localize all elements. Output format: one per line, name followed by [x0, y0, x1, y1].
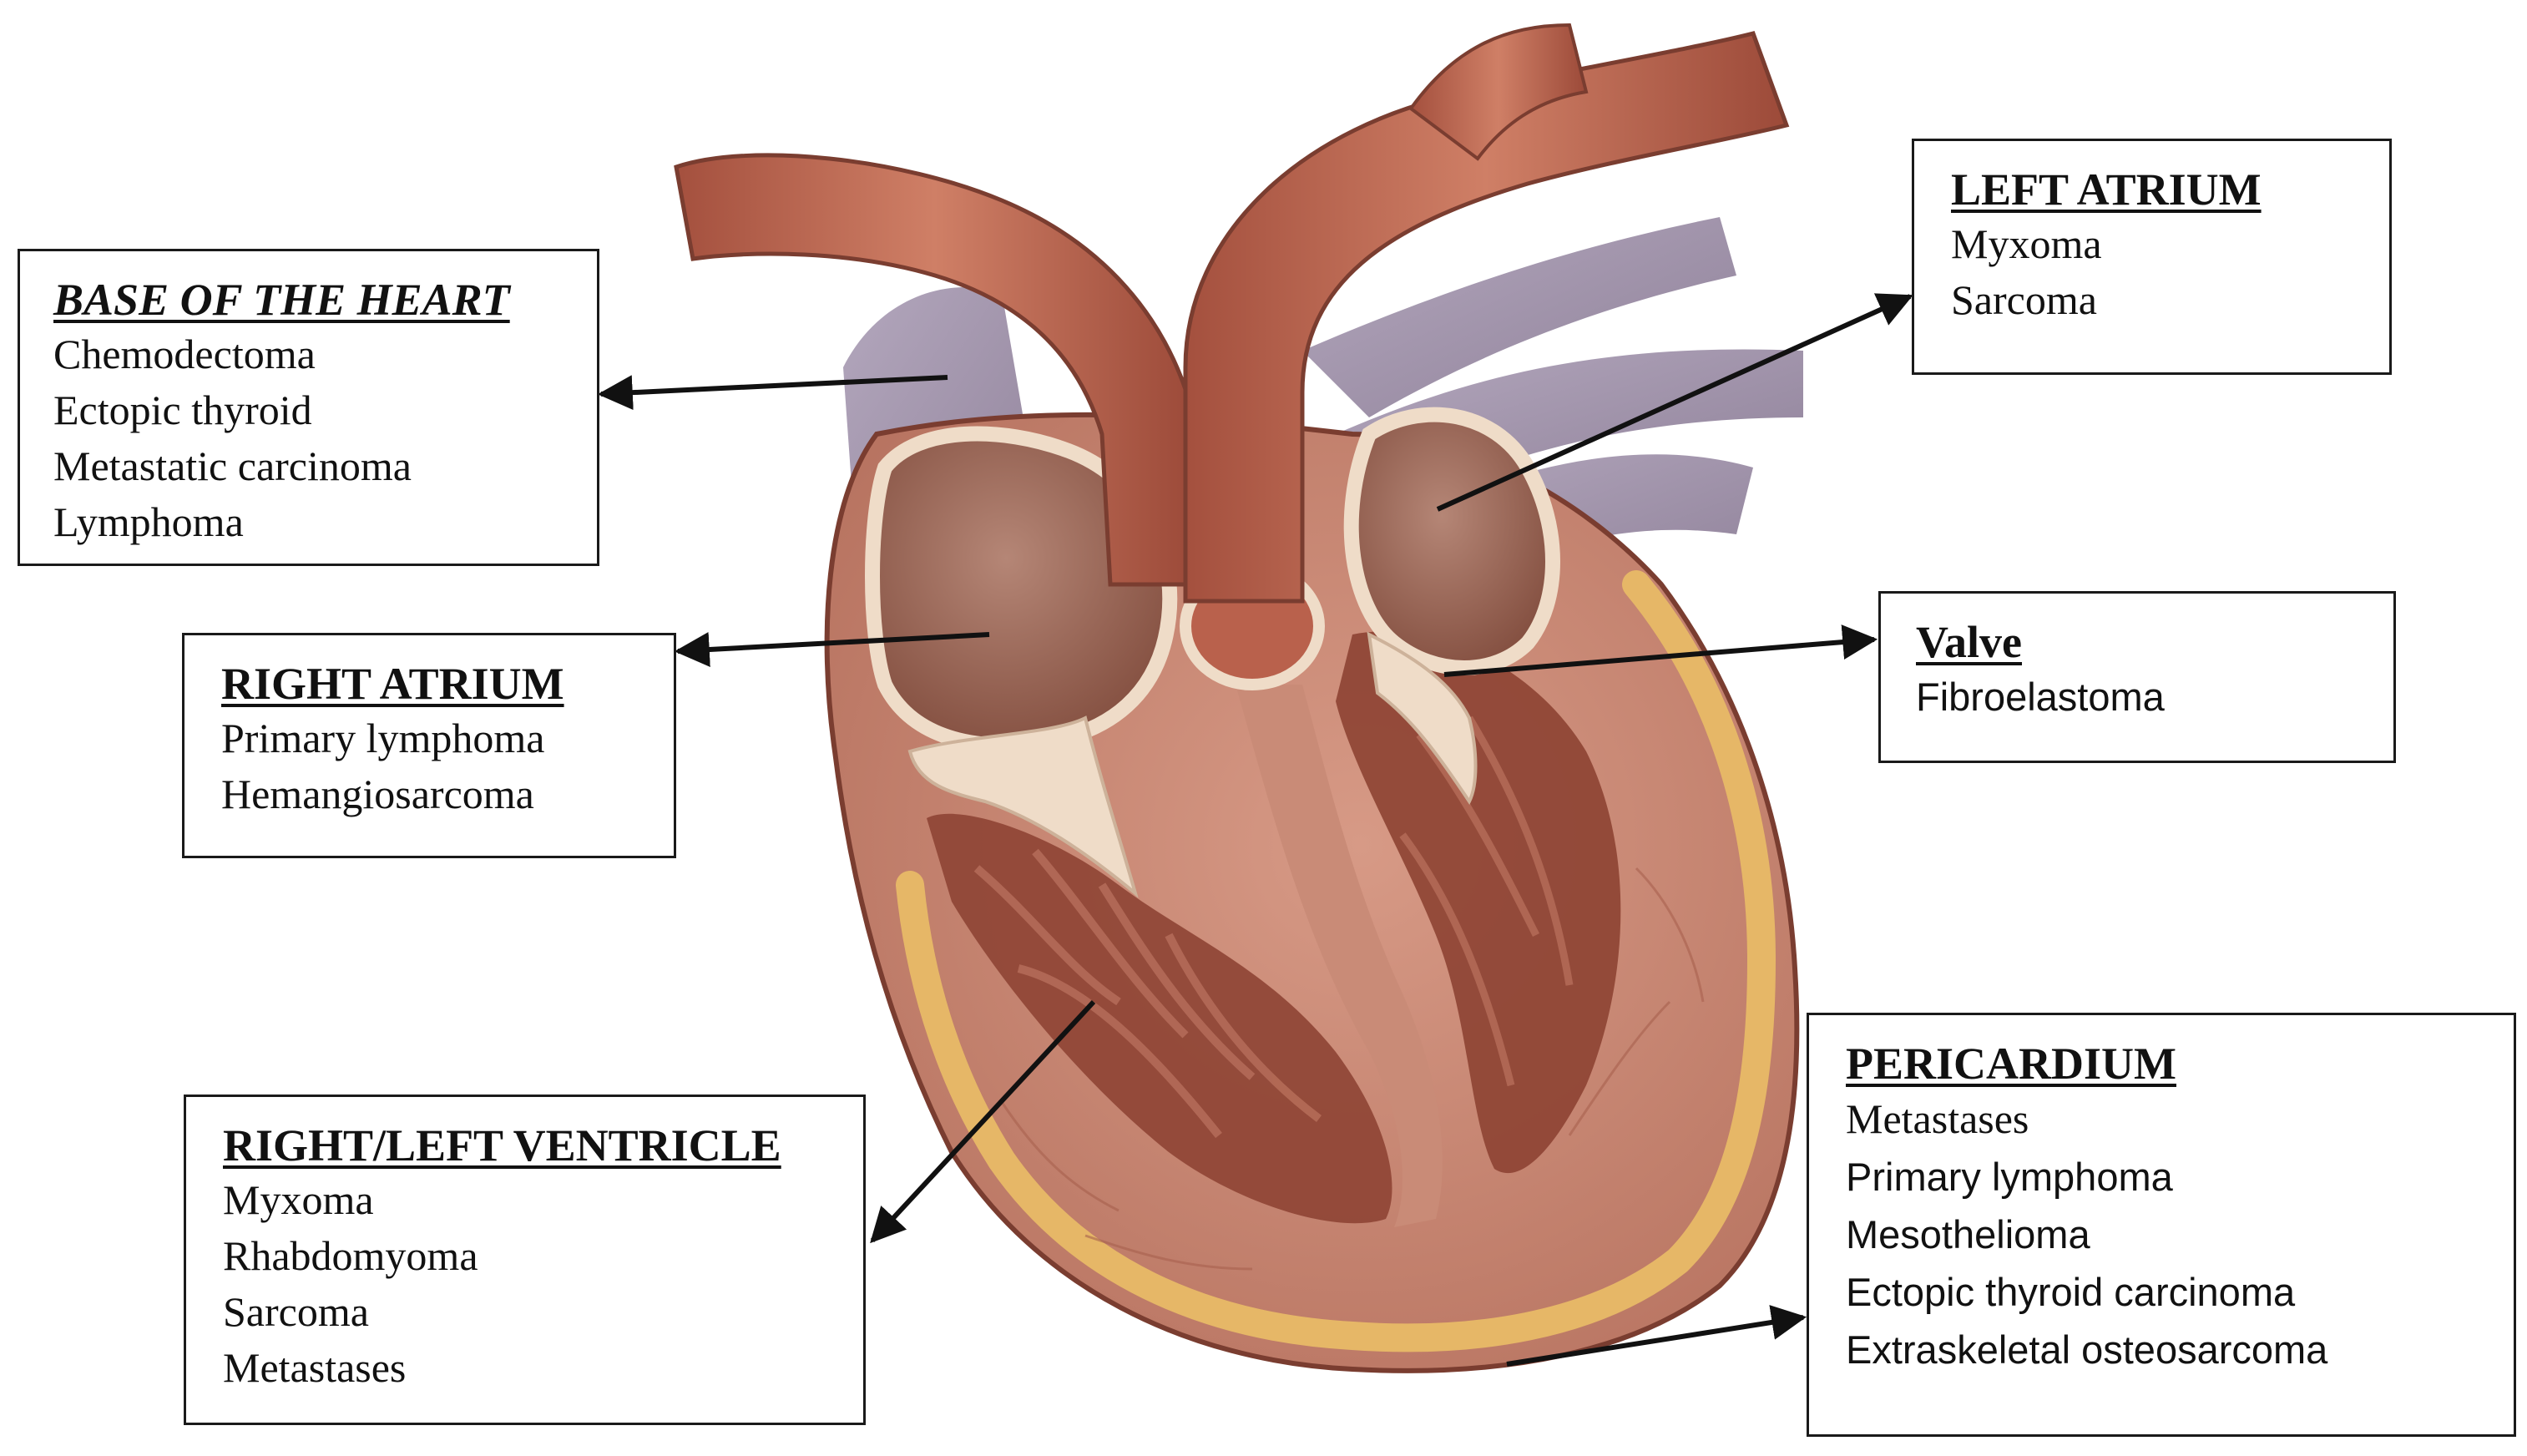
- label-pericardium: PERICARDIUM Metastases Primary lymphoma …: [1807, 1013, 2516, 1437]
- label-item: Lymphoma: [53, 498, 244, 545]
- mitral-valve: [1367, 631, 1478, 805]
- label-title: RIGHT ATRIUM: [221, 659, 564, 709]
- label-item: Extraskeletal osteosarcoma: [1846, 1327, 2328, 1372]
- epicardial-fat: [896, 570, 1776, 1352]
- arrow-ventricle: [870, 999, 1096, 1244]
- aortic-arch: [1183, 31, 1790, 604]
- right-ventricle-cavity: [927, 813, 1392, 1224]
- arrow-right-atrium: [674, 632, 990, 667]
- label-right-atrium: RIGHT ATRIUM Primary lymphoma Hemangiosa…: [182, 633, 676, 858]
- arrow-pericardium: [1506, 1305, 1807, 1367]
- label-item: Metastatic carcinoma: [53, 442, 412, 489]
- left-atrium-chamber: [1343, 407, 1560, 675]
- label-item: Myxoma: [1951, 220, 2102, 267]
- septum: [1236, 685, 1443, 1227]
- label-title: PERICARDIUM: [1846, 1039, 2176, 1089]
- label-base-of-heart: BASE OF THE HEART Chemodectoma Ectopic t…: [18, 249, 599, 566]
- label-right-left-ventricle: RIGHT/LEFT VENTRICLE Myxoma Rhabdomyoma …: [184, 1095, 866, 1425]
- right-atrium-chamber: [865, 426, 1178, 753]
- label-title: LEFT ATRIUM: [1951, 164, 2262, 215]
- label-item: Fibroelastoma: [1916, 675, 2165, 719]
- label-item: Ectopic thyroid: [53, 387, 312, 433]
- label-item: Myxoma: [223, 1176, 374, 1223]
- label-item: Metastases: [223, 1344, 407, 1391]
- label-valve: Valve Fibroelastoma: [1878, 591, 2396, 763]
- label-title: Valve: [1916, 617, 2023, 667]
- label-item: Hemangiosarcoma: [221, 771, 534, 817]
- label-item: Sarcoma: [223, 1288, 369, 1335]
- label-title: RIGHT/LEFT VENTRICLE: [223, 1120, 781, 1170]
- label-item: Chemodectoma: [53, 331, 316, 377]
- label-item: Primary lymphoma: [1846, 1155, 2173, 1199]
- trabeculae: [973, 848, 1322, 1139]
- label-item: Mesothelioma: [1846, 1212, 2090, 1256]
- arrow-left-atrium: [1436, 293, 1913, 512]
- muscle-striations: [1000, 867, 1705, 1271]
- label-title: BASE OF THE HEART: [53, 275, 510, 325]
- arrow-valve: [1443, 624, 1878, 677]
- label-left-atrium: LEFT ATRIUM Myxoma Sarcoma: [1912, 139, 2392, 375]
- arrow-base: [597, 375, 948, 411]
- label-item: Rhabdomyoma: [223, 1232, 478, 1279]
- tricuspid-valve: [907, 715, 1139, 898]
- left-trabeculae: [1399, 715, 1574, 1087]
- left-ventricle-cavity: [1336, 631, 1621, 1174]
- label-item: Sarcoma: [1951, 276, 2097, 323]
- label-item: Ectopic thyroid carcinoma: [1846, 1270, 2296, 1314]
- pointer-arrows: [597, 293, 1913, 1367]
- label-item: Primary lymphoma: [221, 715, 545, 761]
- label-item: Metastases: [1846, 1095, 2029, 1142]
